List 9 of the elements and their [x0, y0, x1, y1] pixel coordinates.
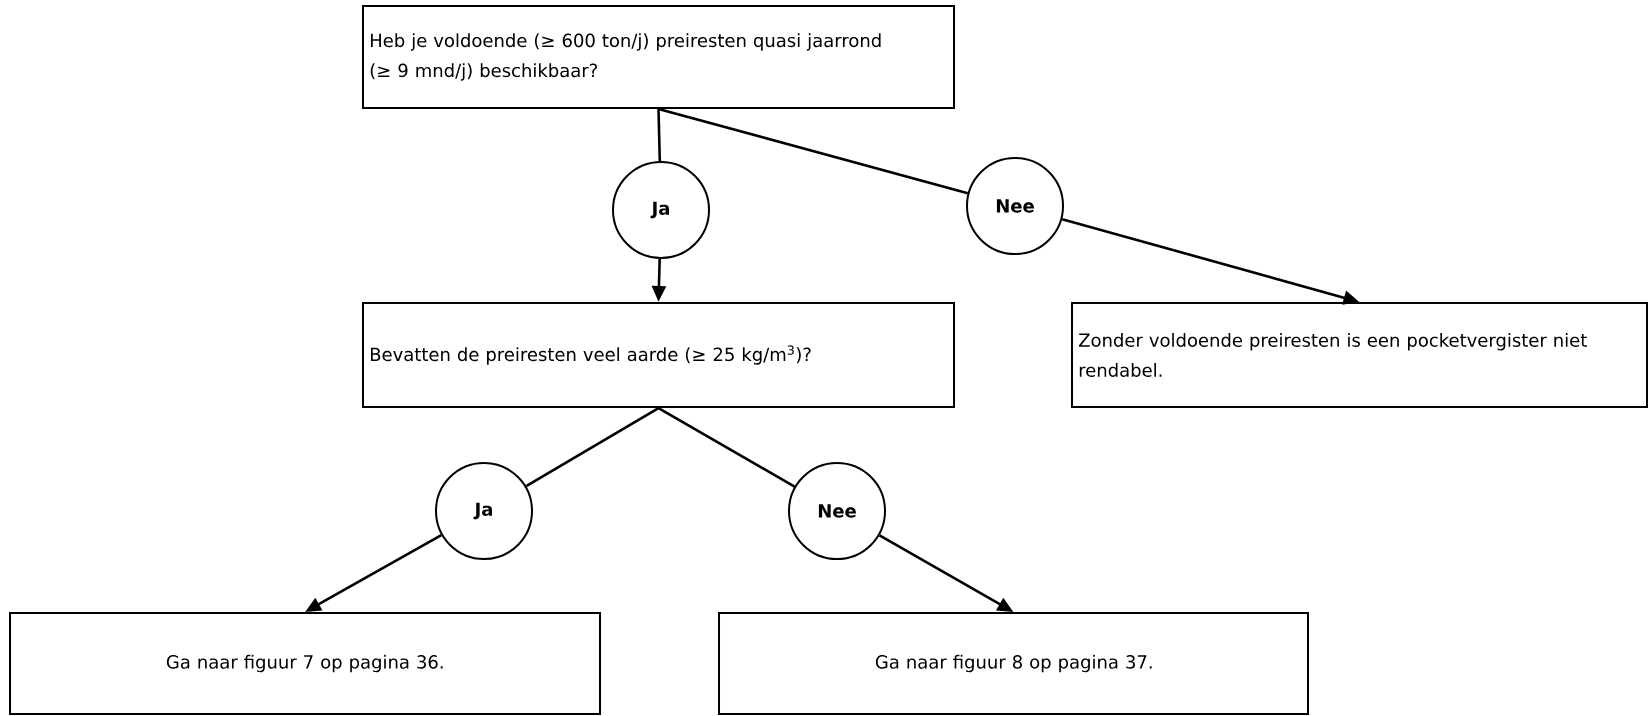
- connector-line: [658, 107, 969, 195]
- connector-line: [525, 406, 660, 488]
- question-box: Ga naar figuur 7 op pagina 36.: [9, 612, 601, 715]
- question-box: Bevatten de preiresten veel aarde (≥ 25 kg/m$^{3}$)?: [362, 302, 955, 408]
- connector-line: [657, 108, 662, 162]
- question-box: Zonder voldoende preiresten is een pocketvergister niet rendabel.: [1071, 302, 1648, 408]
- connector-line: [657, 406, 796, 488]
- question-box: Heb je voldoende (≥ 600 ton/j) preiresten quasi jaarrond (≥ 9 mnd/j) beschikbaar?: [362, 5, 955, 109]
- question-box: Ga naar figuur 8 op pagina 37.: [718, 612, 1309, 715]
